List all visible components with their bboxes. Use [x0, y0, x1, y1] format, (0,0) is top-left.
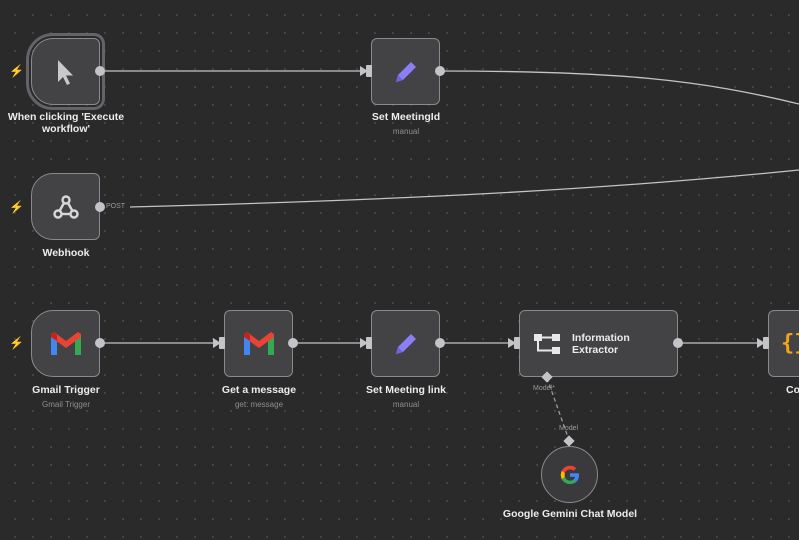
- code-node-label: Co: [786, 384, 799, 396]
- set-meeting-link-output-handle[interactable]: [435, 338, 445, 348]
- gemini-label: Google Gemini Chat Model: [502, 508, 638, 520]
- get-message-subtitle: get: message: [234, 400, 284, 409]
- gmail-icon: [50, 331, 81, 355]
- edge-webhook-out[interactable]: [129, 169, 799, 208]
- gmail-trigger-node[interactable]: [31, 310, 100, 377]
- get-message-label: Get a message: [221, 384, 297, 396]
- set-meeting-id-subtitle: manual: [392, 127, 420, 136]
- information-extractor-output-handle[interactable]: [673, 338, 683, 348]
- set-meeting-link-subtitle: manual: [392, 400, 420, 409]
- webhook-icon: [52, 194, 79, 219]
- set-meeting-id-output-handle[interactable]: [435, 66, 445, 76]
- information-extractor-node[interactable]: Information Extractor: [519, 310, 678, 377]
- webhook-output-handle[interactable]: [95, 202, 105, 212]
- edge-setid-out[interactable]: [439, 70, 799, 105]
- information-extractor-label: Information Extractor: [572, 331, 630, 356]
- set-meeting-link-label: Set Meeting link: [366, 384, 446, 396]
- manual-trigger-label: When clicking 'Execute workflow': [7, 111, 125, 135]
- pencil-icon: [395, 61, 416, 82]
- manual-trigger-output-handle[interactable]: [95, 66, 105, 76]
- get-message-input-handle[interactable]: [219, 337, 225, 349]
- trigger-bolt-icon: ⚡: [9, 200, 24, 214]
- gmail-icon: [243, 331, 274, 355]
- get-message-output-handle[interactable]: [288, 338, 298, 348]
- code-node[interactable]: {}: [768, 310, 799, 377]
- google-g-icon: [560, 465, 579, 484]
- code-braces-icon: {}: [781, 331, 799, 356]
- code-input-handle[interactable]: [763, 337, 769, 349]
- information-extractor-input-handle[interactable]: [514, 337, 520, 349]
- gmail-trigger-label: Gmail Trigger: [32, 384, 100, 396]
- pencil-icon: [395, 333, 416, 354]
- model-port-label: Model*: [533, 385, 555, 392]
- tree-structure-icon: [534, 333, 560, 354]
- trigger-bolt-icon: ⚡: [9, 64, 24, 78]
- manual-trigger-node[interactable]: [26, 33, 105, 110]
- cursor-icon: [57, 59, 73, 85]
- set-meeting-link-node[interactable]: [371, 310, 440, 377]
- get-message-node[interactable]: [224, 310, 293, 377]
- set-meeting-link-input-handle[interactable]: [366, 337, 372, 349]
- edge-gemini-to-extractor[interactable]: [546, 377, 570, 441]
- webhook-port-label: POST: [106, 203, 126, 210]
- trigger-bolt-icon: ⚡: [9, 336, 24, 350]
- google-gemini-node[interactable]: [541, 446, 598, 503]
- set-meeting-id-label: Set MeetingId: [371, 111, 441, 123]
- webhook-node[interactable]: [31, 173, 100, 240]
- gmail-trigger-subtitle: Gmail Trigger: [41, 400, 90, 409]
- set-meeting-id-node[interactable]: [371, 38, 440, 105]
- gemini-port-label: Model: [559, 425, 579, 432]
- gmail-trigger-output-handle[interactable]: [95, 338, 105, 348]
- webhook-label: Webhook: [42, 247, 90, 259]
- set-meeting-id-input-handle[interactable]: [366, 65, 372, 77]
